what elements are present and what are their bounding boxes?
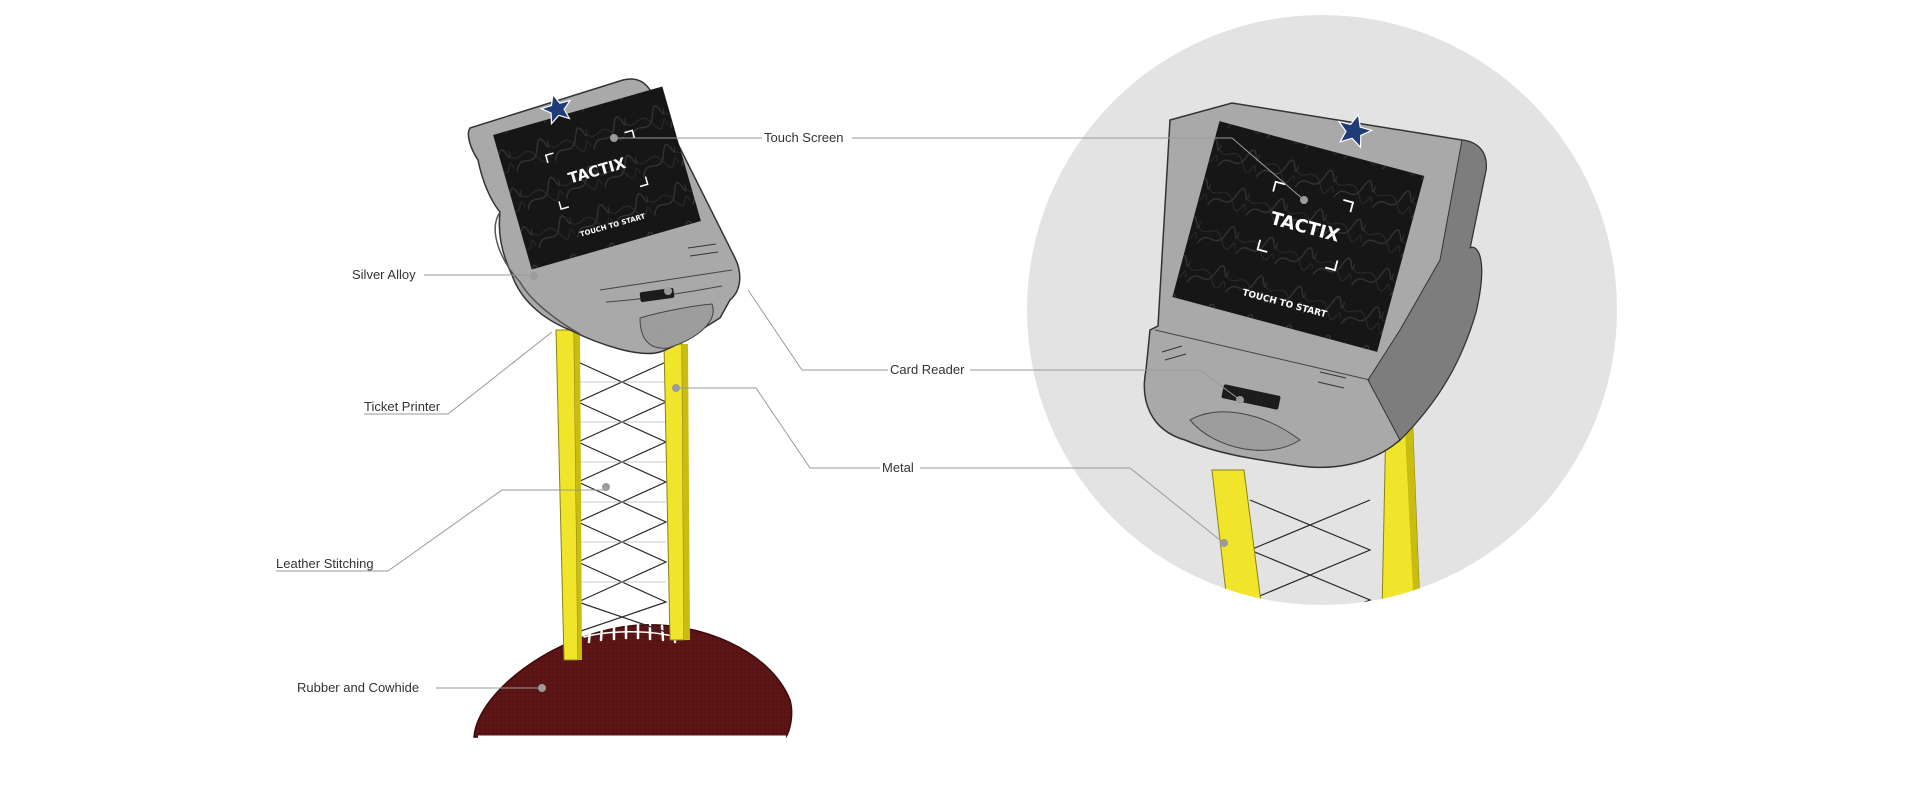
callout-card-reader: Card Reader	[664, 287, 1244, 404]
callout-leather-stitching: Leather Stitching	[276, 483, 610, 572]
metal-pillars	[555, 329, 690, 661]
label-ticket-printer: Ticket Printer	[364, 399, 441, 414]
label-rubber-and-cowhide: Rubber and Cowhide	[297, 680, 419, 695]
label-leather-stitching: Leather Stitching	[276, 556, 374, 571]
label-metal: Metal	[882, 460, 914, 475]
callout-silver-alloy: Silver Alloy	[352, 267, 538, 282]
left-kiosk: TACTIX TOUCH TO START	[467, 78, 793, 739]
card-reader-slot-right[interactable]	[1221, 384, 1281, 410]
zoom-detail: TACTIX TOUCH TO START	[1027, 15, 1617, 605]
star-logo-icon	[1337, 113, 1374, 149]
stitching-lattice	[576, 361, 668, 633]
football-base	[473, 622, 793, 739]
star-logo-icon	[539, 93, 572, 126]
label-card-reader: Card Reader	[890, 362, 965, 377]
label-touch-screen: Touch Screen	[764, 130, 844, 145]
callout-ticket-printer: Ticket Printer	[364, 325, 661, 415]
touch-screen-left: TACTIX TOUCH TO START	[493, 86, 701, 270]
callout-touch-screen: Touch Screen	[610, 130, 1308, 204]
touch-screen-right: TACTIX TOUCH TO START	[1172, 121, 1425, 352]
label-silver-alloy: Silver Alloy	[352, 267, 416, 282]
callout-metal: Metal	[672, 384, 1228, 547]
callout-rubber-and-cowhide: Rubber and Cowhide	[297, 680, 546, 695]
